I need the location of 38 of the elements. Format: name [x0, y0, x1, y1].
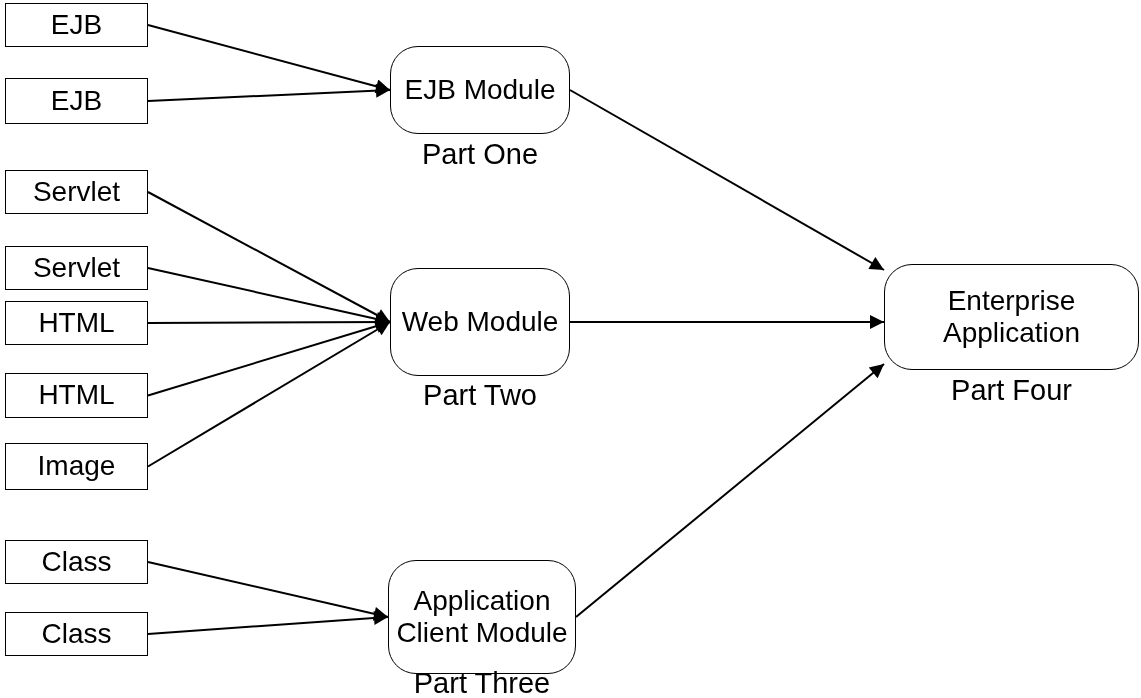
part-label: Part Three	[413, 667, 551, 698]
component-box	[5, 540, 148, 584]
part-label: Part Four	[951, 374, 1072, 407]
node-label: Class	[40, 617, 113, 651]
node-label: Application Client Module	[395, 584, 569, 650]
node-label: HTML	[37, 379, 116, 412]
component-box	[5, 3, 148, 47]
component-box	[5, 443, 148, 490]
component-box	[5, 170, 148, 214]
node-label: Image	[36, 450, 117, 483]
arrow	[575, 363, 885, 618]
component-box	[5, 612, 148, 656]
component-box	[5, 373, 148, 418]
part-label: Part Two	[423, 379, 537, 412]
module-box	[884, 264, 1139, 370]
node-label: Servlet	[31, 175, 122, 209]
node-label: Enterprise Application	[942, 284, 1081, 350]
node-label: Servlet	[31, 251, 122, 285]
component-box	[5, 246, 148, 290]
arrow	[569, 315, 885, 329]
component-box	[5, 78, 148, 124]
arrow	[147, 83, 391, 102]
node-label: Class	[40, 545, 113, 579]
arrow	[147, 191, 391, 323]
component-box	[5, 301, 148, 345]
arrow	[569, 89, 885, 271]
arrow	[147, 24, 391, 94]
module-box	[390, 268, 570, 376]
arrow	[147, 611, 389, 635]
part-label: Part One	[421, 138, 539, 171]
node-label: EJB Module	[403, 73, 557, 107]
node-label: EJB	[49, 84, 104, 118]
node-label: EJB	[49, 8, 104, 42]
arrow	[147, 321, 391, 468]
node-label: HTML	[37, 306, 116, 340]
node-label: Web Module	[400, 305, 560, 339]
module-box	[390, 46, 570, 134]
arrow	[147, 561, 389, 621]
